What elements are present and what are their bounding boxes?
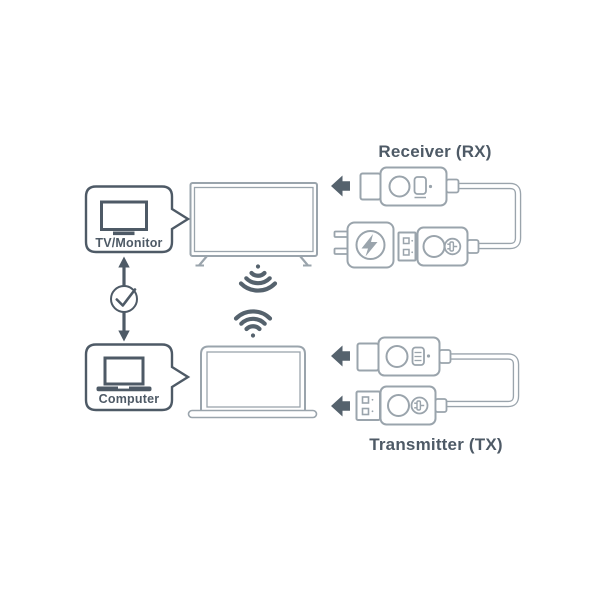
lightning-bolt-icon: [361, 234, 378, 257]
laptop-icon: [96, 356, 152, 392]
receiver-unit: [333, 166, 522, 269]
transmitter-label: Transmitter (TX): [369, 435, 503, 454]
arrow-up-icon: [118, 256, 130, 268]
tv-callout-label: TV/Monitor: [95, 236, 163, 250]
power-plug-icon: [410, 396, 429, 415]
wifi-up-icon: [233, 309, 273, 338]
sync-link: [110, 256, 138, 342]
laptop-illustration: [187, 345, 318, 419]
hdmi-plug-icon: [359, 172, 382, 201]
tv-illustration: [189, 182, 318, 267]
receiver-label: Receiver (RX): [378, 142, 492, 161]
usb-plug-icon: [355, 390, 381, 421]
left-arrow-icon: [331, 345, 350, 367]
computer-callout-bubble: [84, 343, 191, 412]
power-plug-icon: [443, 237, 462, 256]
direction-arrows: [331, 175, 350, 417]
left-arrow-icon: [331, 395, 350, 417]
computer-callout-label: Computer: [98, 392, 160, 406]
left-arrow-icon: [331, 175, 350, 197]
tv-callout-bubble: [84, 185, 191, 254]
power-adapter: [333, 221, 395, 269]
wifi-down-icon: [238, 264, 278, 293]
usb-plug-icon: [397, 231, 417, 262]
hdmi-plug-icon: [356, 342, 380, 372]
monitor-icon: [100, 200, 148, 236]
arrow-down-icon: [118, 330, 130, 342]
transmitter-unit: [355, 336, 520, 426]
